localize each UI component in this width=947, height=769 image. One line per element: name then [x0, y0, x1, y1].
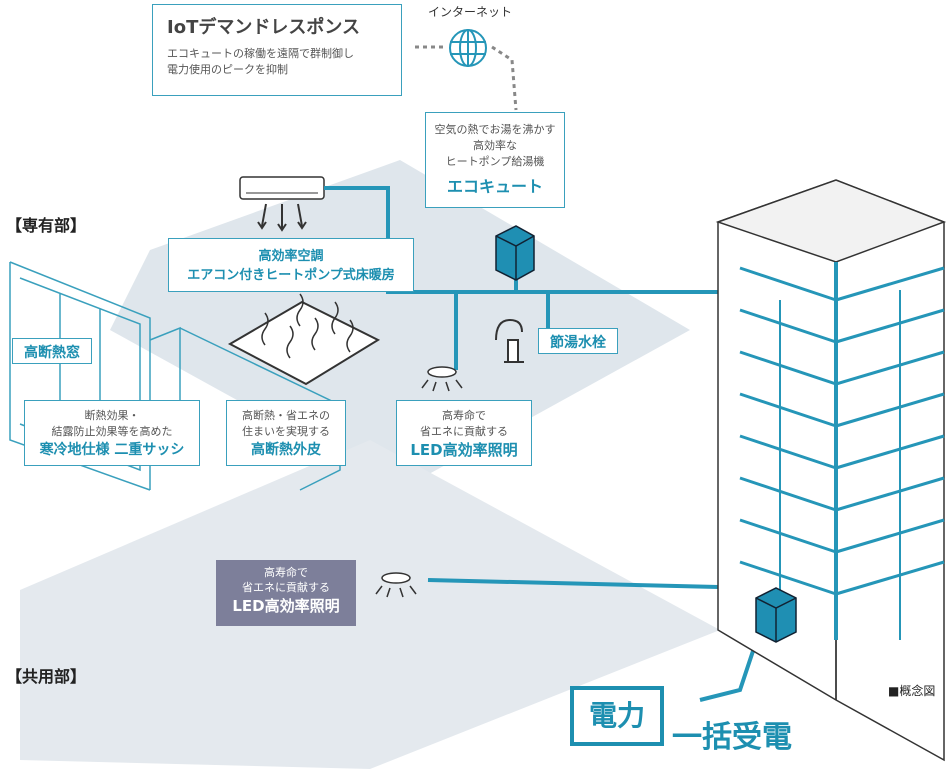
power-rest-label: 一括受電	[672, 720, 792, 755]
aircon-line2: エアコン付きヒートポンプ式床暖房	[187, 268, 395, 283]
led-private-box: 高寿命で 省エネに貢献する LED高効率照明	[396, 400, 532, 466]
floor-heating-icon	[227, 293, 381, 386]
aircon-line1: 高効率空調	[258, 249, 324, 264]
faucet-label-box: 節湯水栓	[538, 328, 618, 354]
common-floor	[20, 440, 720, 769]
led-common-line1: 高寿命で	[264, 566, 308, 579]
ecocute-line2: 高効率な	[473, 139, 517, 152]
private-section-title: 【専有部】	[6, 216, 87, 235]
common-light-icon	[375, 572, 417, 598]
led-private-line2: 省エネに貢献する	[420, 425, 508, 438]
apartment-building	[715, 179, 947, 762]
iot-demand-box: IoTデマンドレスポンス エコキュートの稼働を遠隔で群制御し 電力使用のピークを…	[152, 4, 402, 96]
internet-label: インターネット	[427, 5, 512, 19]
sash-title: 寒冷地仕様 二重サッシ	[39, 442, 185, 458]
ceiling-light-icon	[421, 366, 463, 392]
aircon-box: 高効率空調 エアコン付きヒートポンプ式床暖房	[168, 238, 414, 292]
ecocute-box: 空気の熱でお湯を沸かす 高効率な ヒートポンプ給湯機 エコキュート	[425, 112, 565, 208]
envelope-line1: 高断熱・省エネの	[242, 409, 330, 422]
ecocute-title: エコキュート	[446, 177, 543, 196]
ecocute-unit-icon	[495, 225, 535, 281]
led-common-title: LED高効率照明	[232, 596, 340, 615]
ecocute-line3: ヒートポンプ給湯機	[445, 155, 545, 168]
power-box: 電力	[570, 686, 664, 746]
sash-line1: 断熱効果・	[84, 409, 140, 422]
sash-box: 断熱効果・ 結露防止効果等を高めた 寒冷地仕様 二重サッシ	[24, 400, 200, 466]
led-private-title: LED高効率照明	[410, 441, 518, 459]
envelope-line2: 住まいを実現する	[242, 425, 330, 438]
sash-line2: 結露防止効果等を高めた	[51, 425, 173, 438]
iot-line2: 電力使用のピークを抑制	[167, 63, 288, 76]
internet-link-down	[491, 45, 518, 111]
ecocute-line1: 空気の熱でお湯を沸かす	[434, 123, 556, 136]
window-label-box: 高断熱窓	[12, 338, 92, 364]
globe-icon	[449, 29, 487, 67]
concept-note: ■概念図	[888, 684, 936, 698]
envelope-box: 高断熱・省エネの 住まいを実現する 高断熱外皮	[226, 400, 346, 466]
window-label: 高断熱窓	[24, 345, 80, 361]
power-box-label: 電力	[588, 699, 645, 732]
faucet-label: 節湯水栓	[550, 335, 606, 351]
iot-line1: エコキュートの稼働を遠隔で群制御し	[167, 47, 354, 60]
faucet-icon	[495, 318, 524, 363]
iot-title: IoTデマンドレスポンス	[167, 17, 360, 38]
led-common-box: 高寿命で 省エネに貢献する LED高効率照明	[216, 560, 356, 626]
led-private-line1: 高寿命で	[442, 409, 486, 422]
led-common-line2: 省エネに貢献する	[242, 580, 330, 594]
air-conditioner-icon	[239, 176, 325, 232]
envelope-title: 高断熱外皮	[251, 442, 321, 458]
common-section-title: 【共用部】	[6, 667, 87, 686]
